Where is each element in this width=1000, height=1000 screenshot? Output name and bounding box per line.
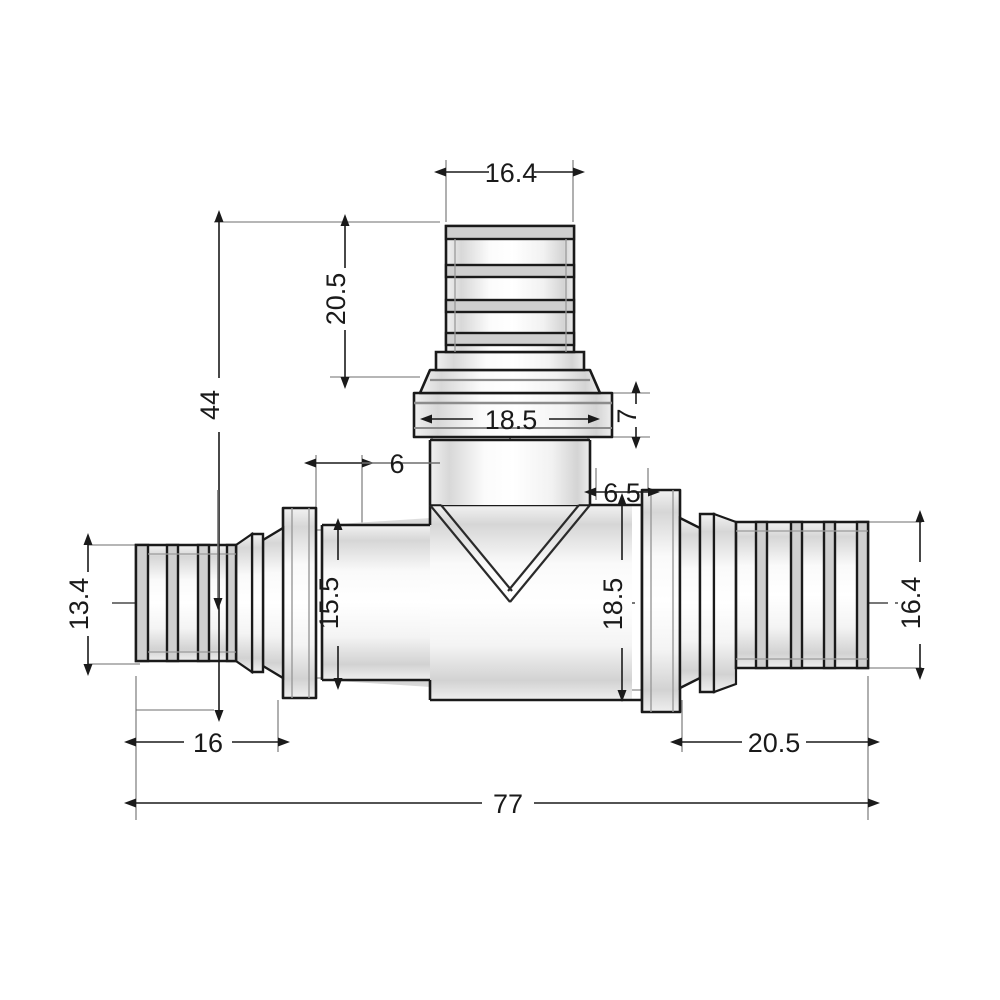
right-collar-groove bbox=[678, 516, 702, 690]
right-collar-shade bbox=[650, 490, 674, 712]
right-barb-rib-2 bbox=[789, 520, 804, 670]
right-barb-shade bbox=[736, 530, 868, 660]
left-collar-ring bbox=[250, 532, 265, 674]
branch-flange-neck bbox=[418, 368, 602, 395]
internal-bore-v bbox=[429, 504, 591, 603]
right-collar-flange bbox=[640, 488, 682, 714]
dimension-lines bbox=[83, 167, 925, 808]
top-barb-shade bbox=[454, 239, 567, 352]
left-barb-rib-4 bbox=[225, 543, 238, 663]
dimlabel-7: 7 bbox=[612, 408, 642, 423]
branch-step-ring bbox=[434, 350, 586, 372]
dimlabel-65: 6.5 bbox=[603, 478, 641, 508]
dimlabel-134: 13.4 bbox=[64, 578, 94, 631]
dimlabel-164-top: 16.4 bbox=[485, 158, 538, 188]
dimlabel-77: 77 bbox=[493, 789, 523, 819]
dimlabel-44: 44 bbox=[195, 390, 225, 420]
top-barb-ribs bbox=[444, 224, 576, 347]
main-body-left-section bbox=[322, 525, 430, 680]
left-barb-ribs bbox=[134, 543, 238, 663]
dimlabel-6: 6 bbox=[389, 449, 404, 479]
left-barb-shade bbox=[148, 553, 236, 653]
dimlabel-16: 16 bbox=[193, 728, 223, 758]
top-barb-rib-2 bbox=[444, 263, 576, 279]
right-barb-rib-4 bbox=[855, 520, 870, 670]
left-collar-flange bbox=[281, 506, 318, 700]
part-geometry bbox=[134, 224, 870, 714]
dimlabel-205-right: 20.5 bbox=[748, 728, 801, 758]
top-barb-rib-3 bbox=[444, 298, 576, 314]
left-barb-rib-2 bbox=[165, 543, 180, 663]
top-barb-rib-4 bbox=[444, 331, 576, 347]
left-barb-rib-3 bbox=[196, 543, 211, 663]
right-collar-ring bbox=[698, 512, 716, 694]
left-barb-shaft bbox=[134, 543, 238, 663]
dimlabel-185-right: 18.5 bbox=[598, 578, 628, 631]
dimlabel-205-vertical: 20.5 bbox=[321, 273, 351, 326]
left-barb-rib-1 bbox=[134, 543, 150, 663]
right-barb-ribs bbox=[754, 520, 870, 670]
dimlabel-164-right: 16.4 bbox=[896, 577, 926, 630]
top-barb-rib-1 bbox=[444, 224, 576, 241]
left-collar-shade bbox=[291, 508, 310, 698]
branch-body-block bbox=[430, 440, 590, 505]
right-collar-taper bbox=[712, 512, 738, 694]
dimension-texts: 16.4 20.5 44 18.5 7 6 13.4 15.5 6.5 18.5… bbox=[64, 158, 926, 819]
left-collar-taper bbox=[234, 531, 254, 675]
dimlabel-155: 15.5 bbox=[314, 577, 344, 630]
right-barb-rib-3 bbox=[822, 520, 837, 670]
right-barb-rib-1 bbox=[754, 520, 769, 670]
left-collar-groove bbox=[261, 525, 285, 681]
dimlabel-185-top: 18.5 bbox=[485, 405, 538, 435]
